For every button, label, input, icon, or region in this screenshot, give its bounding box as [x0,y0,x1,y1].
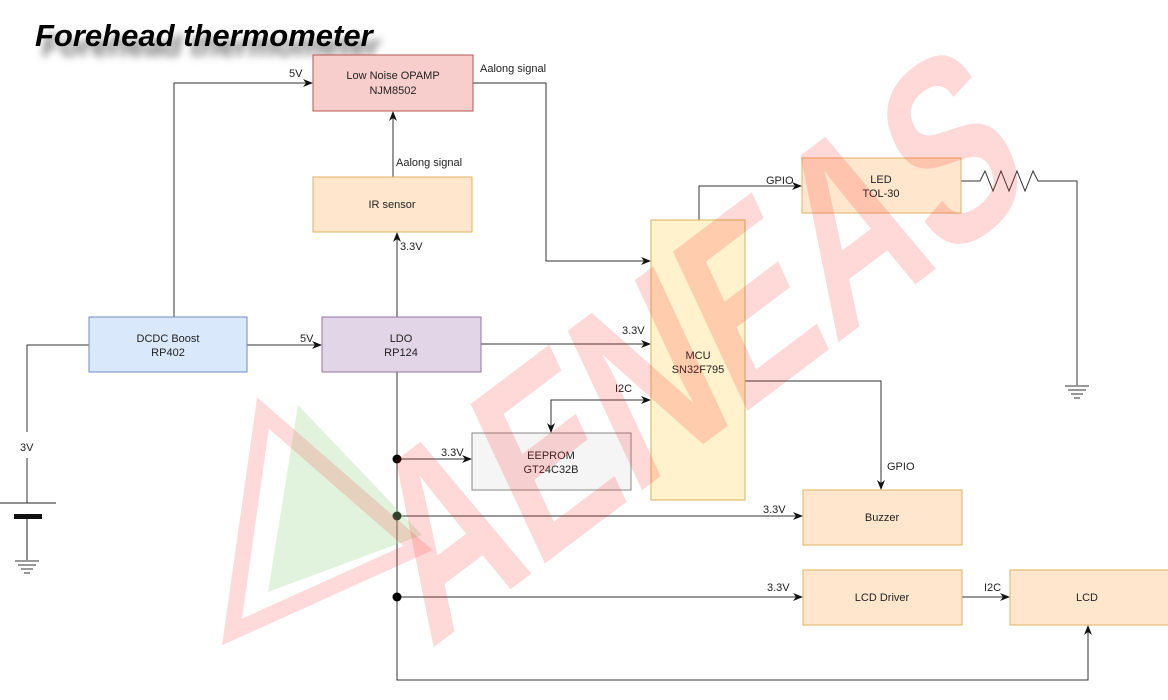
block-mcu[interactable]: MCU SN32F795 [650,219,746,501]
label-3v-battery: 3V [20,442,34,454]
wire-ldo-lcd [396,372,1092,681]
junction-dot [392,511,402,521]
battery-icon [0,502,56,560]
block-buzzer[interactable]: Buzzer [802,489,963,546]
ir-name: IR sensor [368,199,415,211]
wire-labels: 5V Aalong signal Aalong signal 3.3V 5V 3… [20,63,1001,594]
label-gpio-led: GPIO [766,175,794,187]
block-ldo[interactable]: LDO RP124 [321,316,482,373]
label-i2c-eeprom: I2C [615,383,632,395]
ground-icon [1065,385,1089,399]
opamp-part: NJM8502 [369,85,416,97]
block-lcd[interactable]: LCD [1009,569,1168,626]
label-5v: 5V [289,68,303,80]
label-i2c-lcd: I2C [984,582,1001,594]
dcdc-part: RP402 [151,347,185,359]
wire-dcdc-opamp [173,79,313,317]
label-3v3-buzzer: 3.3V [763,504,786,516]
mcu-name: MCU [685,350,710,362]
label-gpio-buzzer: GPIO [887,461,915,473]
wire-mcu-eeprom-i2c [547,396,651,433]
diagram-title: Forehead thermometer [35,18,375,53]
junction-dot [392,592,402,602]
label-5v-ldo: 5V [300,333,314,345]
lcd-name: LCD [1076,592,1098,604]
buzzer-name: Buzzer [865,512,900,524]
block-dcdc[interactable]: DCDC Boost RP402 [88,316,248,373]
eeprom-part: GT24C32B [523,464,578,476]
wire-dcdc-battery [26,344,89,432]
ldo-part: RP124 [384,347,418,359]
junction-dot [392,454,402,464]
resistor [961,169,1078,385]
label-3v3-eeprom: 3.3V [441,447,464,459]
ground-icon [15,560,39,574]
eeprom-name: EEPROM [527,450,575,462]
wires [26,79,1092,681]
wire-opamp-mcu [473,82,651,265]
led-name: LED [870,174,891,186]
label-analog-out: Aalong signal [480,63,546,75]
mcu-part: SN32F795 [672,364,725,376]
wire-mcu-buzzer [745,380,885,490]
block-lcd-driver[interactable]: LCD Driver [802,569,963,626]
block-ir-sensor[interactable]: IR sensor [312,176,473,233]
opamp-name: Low Noise OPAMP [346,70,439,82]
lcd-driver-name: LCD Driver [855,592,910,604]
watermark-triangle-outline [222,397,433,646]
watermark-triangle [268,405,422,592]
led-part: TOL-30 [862,188,899,200]
label-3v3-ir: 3.3V [400,241,423,253]
block-opamp[interactable]: Low Noise OPAMP NJM8502 [312,54,474,112]
label-3v3-lcd-driver: 3.3V [767,582,790,594]
wire-mcu-led [698,182,802,220]
label-analog-ir: Aalong signal [396,157,462,169]
label-3v3-mcu: 3.3V [622,325,645,337]
block-led[interactable]: LED TOL-30 [801,157,962,214]
block-eeprom[interactable]: EEPROM GT24C32B [471,432,632,491]
ldo-name: LDO [390,333,413,345]
dcdc-name: DCDC Boost [137,333,200,345]
